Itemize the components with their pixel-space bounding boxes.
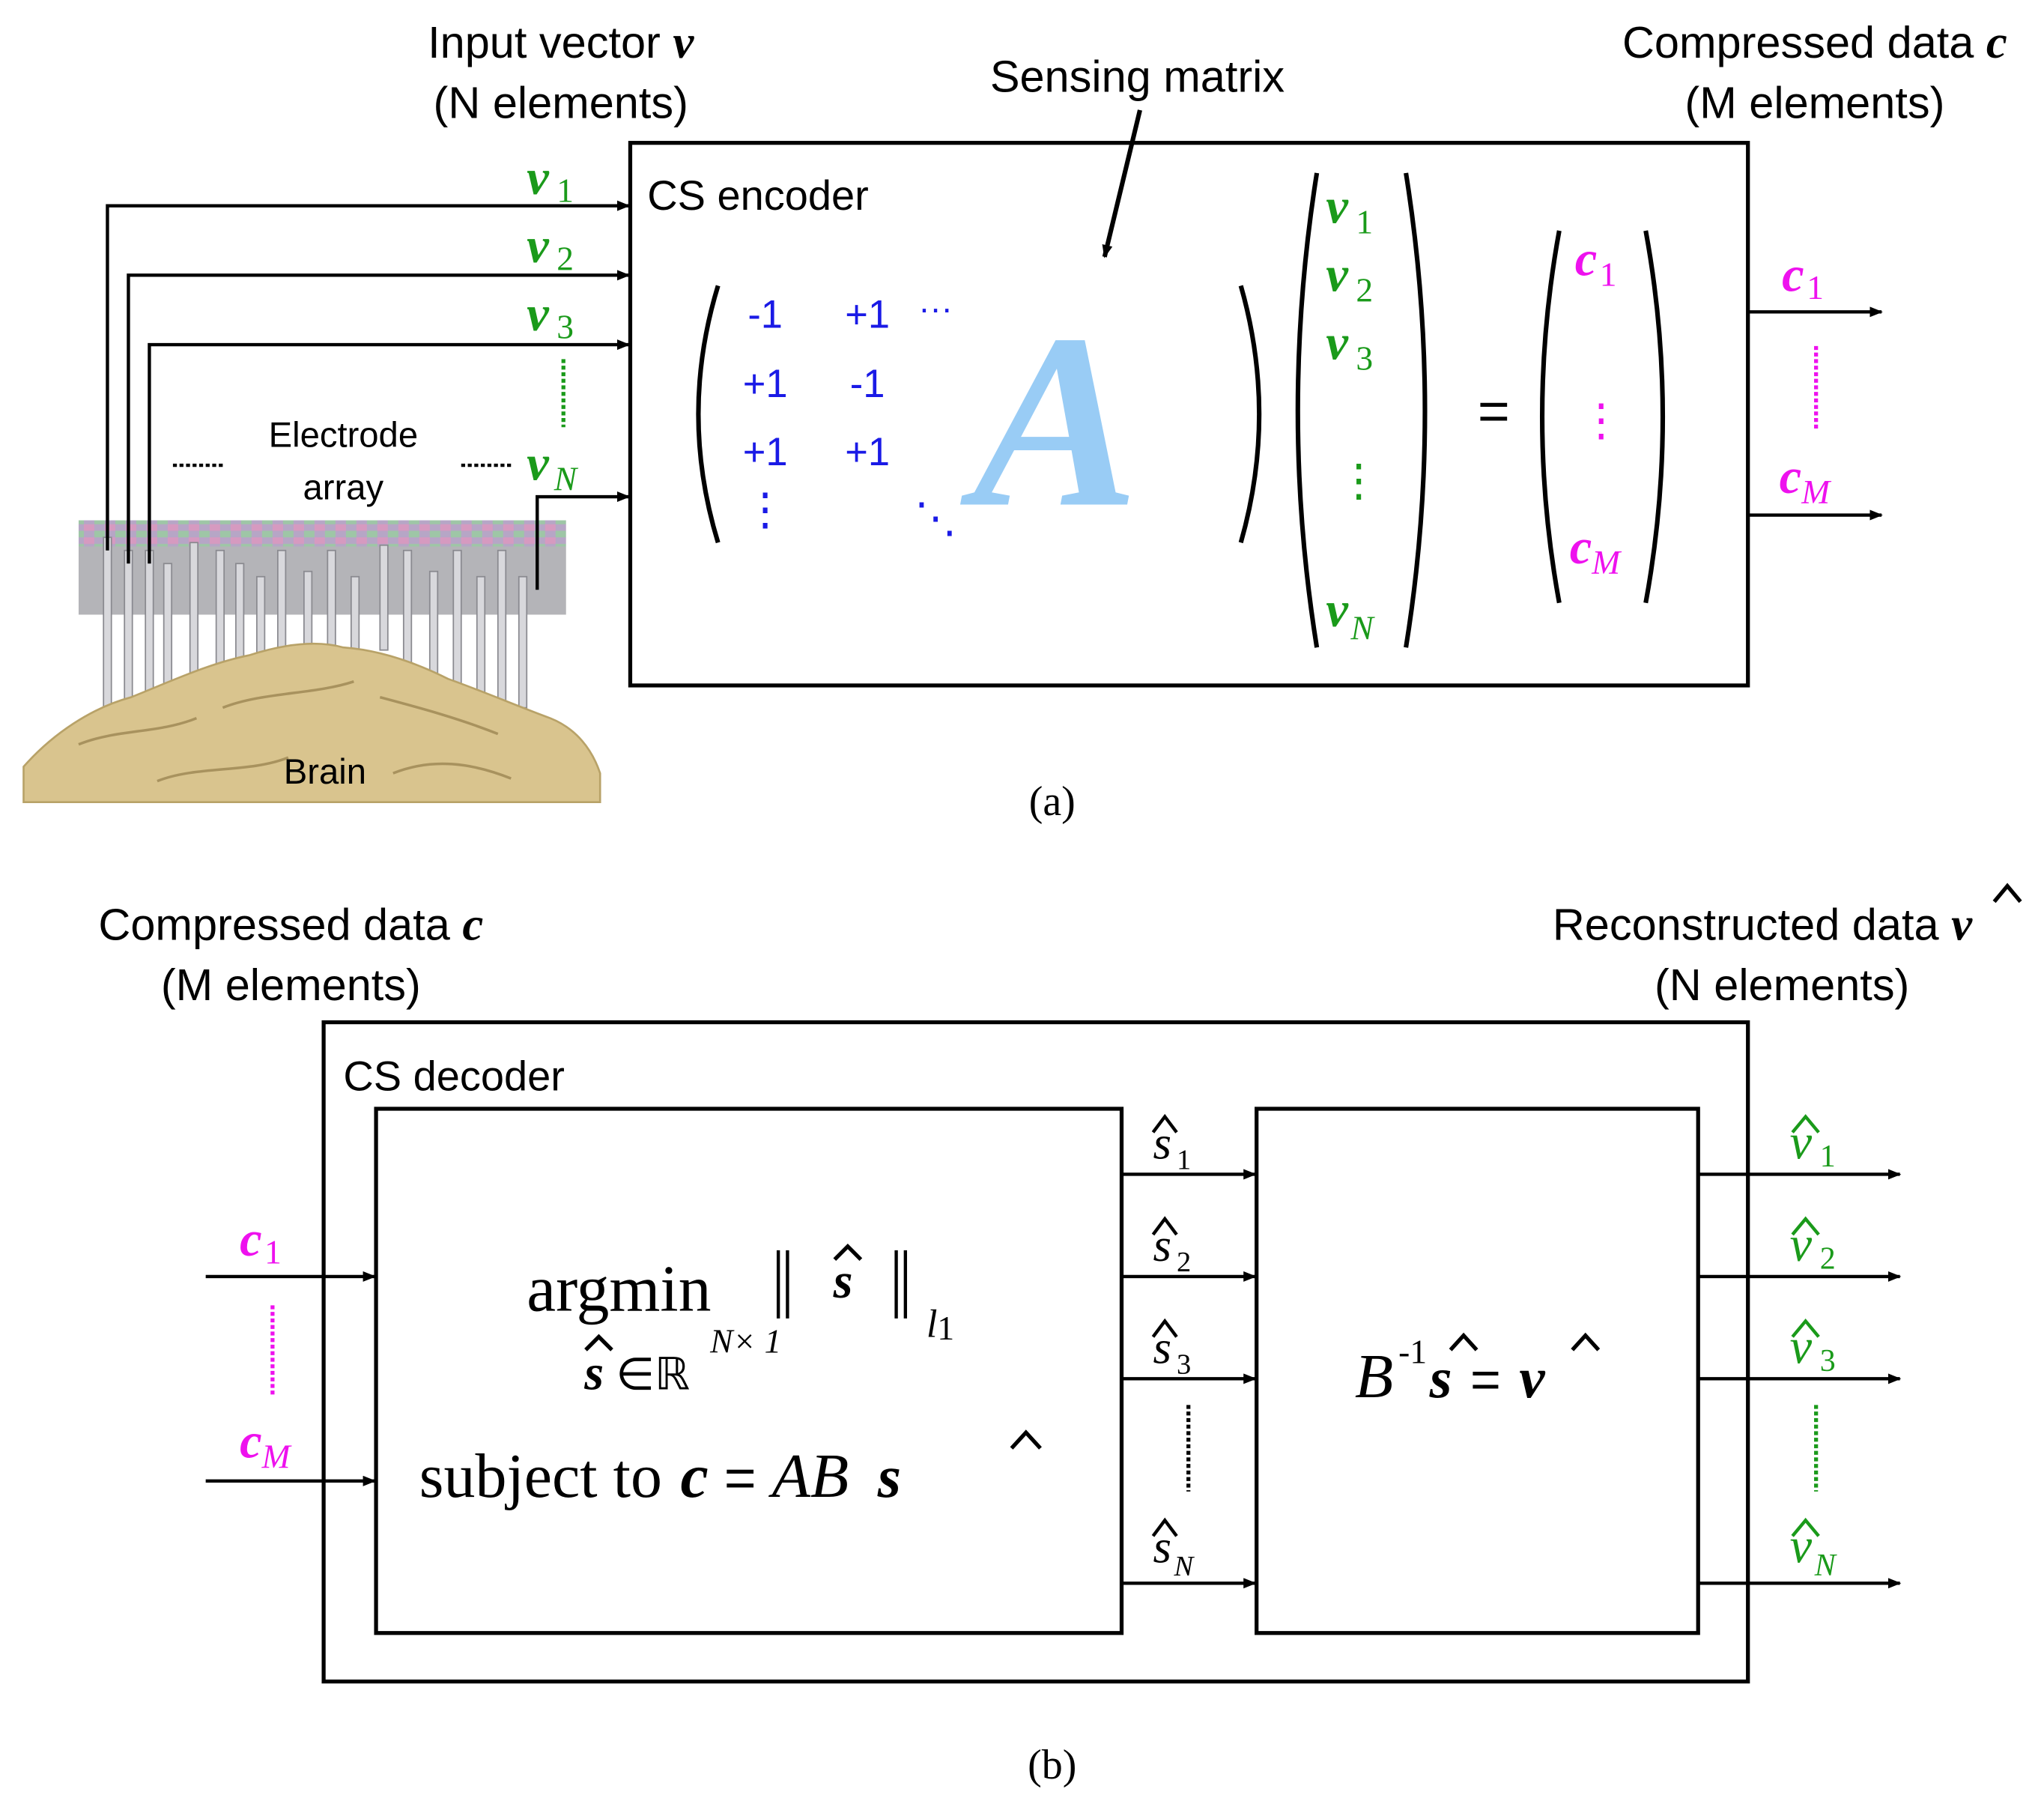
matrix-left-paren <box>696 285 721 544</box>
compressed-data-count-b: (M elements) <box>161 960 421 1010</box>
argmin-text: argmin <box>527 1252 711 1325</box>
hat-s2 <box>1151 1216 1178 1236</box>
matrix-right-paren <box>1238 285 1262 544</box>
s-hat-wires <box>1121 1169 1257 1589</box>
hat-reconstructed <box>1992 883 2022 903</box>
brain-label: Brain <box>284 752 366 792</box>
matrix-ddots: ⋱ <box>915 495 956 542</box>
panel-b: Compressed data c (M elements) Reconstru… <box>98 883 2022 1788</box>
wire-v1 <box>106 200 631 551</box>
argmin-domain-set: ∈ℝ <box>616 1349 690 1399</box>
matrix-entry-r1c3: ··· <box>918 289 952 327</box>
c-vector-left-paren <box>1540 230 1562 604</box>
brain-folds <box>78 680 512 783</box>
input-vector-count: (N elements) <box>434 77 688 127</box>
hat-sN <box>1151 1517 1178 1537</box>
hat-s1 <box>1151 1113 1178 1133</box>
wire-vN <box>536 491 631 590</box>
matrix-vdots: ⋮ <box>743 485 787 534</box>
brain-shape <box>22 642 601 803</box>
brain-electrode-illustration: Brain <box>22 520 601 803</box>
electrode-label-line1: Electrode <box>269 416 418 455</box>
svg-text:Reconstructed data v: Reconstructed data v <box>1553 898 1973 950</box>
hat-vhatN <box>1791 1517 1820 1537</box>
c-vector-vdots: ⋮ <box>1579 396 1623 445</box>
cs-encoder-title: CS encoder <box>647 172 869 219</box>
matrix-entry-r3c1: +1 <box>743 430 788 474</box>
c-vector-entry-M: cM <box>1570 520 1622 581</box>
encoder-equals: = <box>1478 380 1510 442</box>
compressed-data-label-b: Compressed data c <box>98 898 483 950</box>
electrode-label-line2: array <box>303 468 384 508</box>
hat-vhat3 <box>1791 1318 1820 1338</box>
norm-subscript: l1 <box>927 1302 954 1346</box>
v-hat-wires <box>1698 1169 1902 1589</box>
v-vector-vdots: ⋮ <box>1336 455 1380 505</box>
optimization-box <box>374 1107 1124 1635</box>
matrix-entry-r1c2: +1 <box>845 292 890 336</box>
argmin-domain-sup: N× 1 <box>709 1322 781 1360</box>
hat-domain-s <box>584 1334 613 1352</box>
cs-decoder-box <box>321 1020 1750 1684</box>
hat-norm-s <box>833 1243 863 1262</box>
hat-s3 <box>1151 1318 1178 1338</box>
sensing-matrix-label: Sensing matrix <box>990 51 1285 101</box>
hat-inverse-s <box>1449 1332 1479 1352</box>
output-label-cM: cM <box>1780 450 1832 511</box>
norm-s-symbol: s <box>833 1254 853 1309</box>
wire-v2 <box>127 270 631 564</box>
reconstructed-data-count: (N elements) <box>1655 960 1909 1010</box>
inverse-formula-text: B-1s=v <box>1355 1332 1546 1411</box>
hat-vhat1 <box>1791 1114 1820 1133</box>
matrix-entry-r2c2: -1 <box>850 362 885 406</box>
caption-b: (b) <box>1028 1742 1076 1788</box>
hat-vhat2 <box>1791 1216 1820 1236</box>
electrode-array-top <box>78 520 566 547</box>
matrix-symbol-A: A <box>957 283 1138 559</box>
inverse-transform-box <box>1255 1107 1700 1635</box>
input-vector-label: Input vector v <box>428 16 694 68</box>
caption-a: (a) <box>1029 778 1076 825</box>
cs-encoder-box <box>628 141 1750 688</box>
sensing-matrix-arrow <box>1102 109 1142 258</box>
matrix-entry-r2c1: +1 <box>743 362 788 406</box>
v-vector-right-paren <box>1404 172 1428 648</box>
hat-inverse-v <box>1571 1332 1601 1352</box>
compressed-data-label-a: Compressed data c <box>1622 16 2007 68</box>
input-wires <box>106 200 631 590</box>
wire-v3 <box>148 339 631 564</box>
argmin-domain-s: s <box>583 1346 604 1400</box>
c-vector-right-paren <box>1643 230 1666 604</box>
reconstructed-data-label: Reconstructed data v <box>1553 883 2022 950</box>
v-vector-left-paren <box>1295 172 1320 648</box>
decoder-input-label-cM: cM <box>240 1414 292 1475</box>
matrix-entry-r3c2: +1 <box>845 430 890 474</box>
inverse-formula: B-1s=v <box>1355 1332 1601 1411</box>
compressed-data-count-a: (M elements) <box>1684 77 1944 127</box>
cs-decoder-title: CS decoder <box>343 1053 565 1100</box>
hat-subject-s <box>1010 1429 1042 1450</box>
matrix-entry-r1c1: -1 <box>747 292 783 336</box>
